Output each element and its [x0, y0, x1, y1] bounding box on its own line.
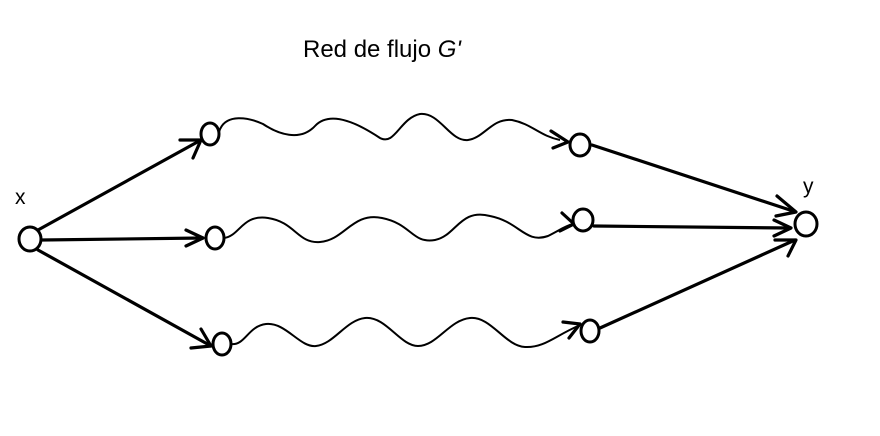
edge-bottom-to-y [598, 238, 797, 330]
diagram-title: Red de flujo G' [303, 36, 461, 64]
graph-name: G' [437, 36, 462, 63]
node-y [793, 210, 819, 238]
wavy-path-top [218, 112, 561, 142]
title-text: Red de flujo [303, 36, 438, 63]
wavy-path-middle [223, 213, 574, 244]
edge-x-to-middle [40, 236, 205, 242]
edge-x-to-top [36, 138, 203, 232]
node-middle-start [204, 225, 226, 251]
arrowhead-top-y [774, 194, 798, 218]
arrowhead-middle-y [772, 218, 793, 238]
arrowhead-x-bottom [189, 327, 213, 350]
wavy-path-bottom [230, 316, 579, 349]
arrowhead-bottom-y [773, 238, 798, 258]
node-x [17, 225, 43, 253]
edge-top-to-y [590, 143, 795, 213]
node-bottom-end [579, 318, 601, 344]
node-middle-end [571, 207, 595, 233]
sink-label: y [803, 175, 814, 198]
arrowhead-top-wave [549, 129, 570, 150]
node-bottom-start [211, 331, 233, 357]
node-top-start [199, 121, 221, 147]
node-top-end [568, 132, 592, 158]
source-label: x [15, 186, 26, 209]
edge-middle-to-y [592, 224, 792, 230]
arrowhead-x-middle [184, 228, 205, 248]
arrowhead-bottom-wave [561, 320, 582, 340]
edge-x-to-bottom [36, 248, 213, 348]
